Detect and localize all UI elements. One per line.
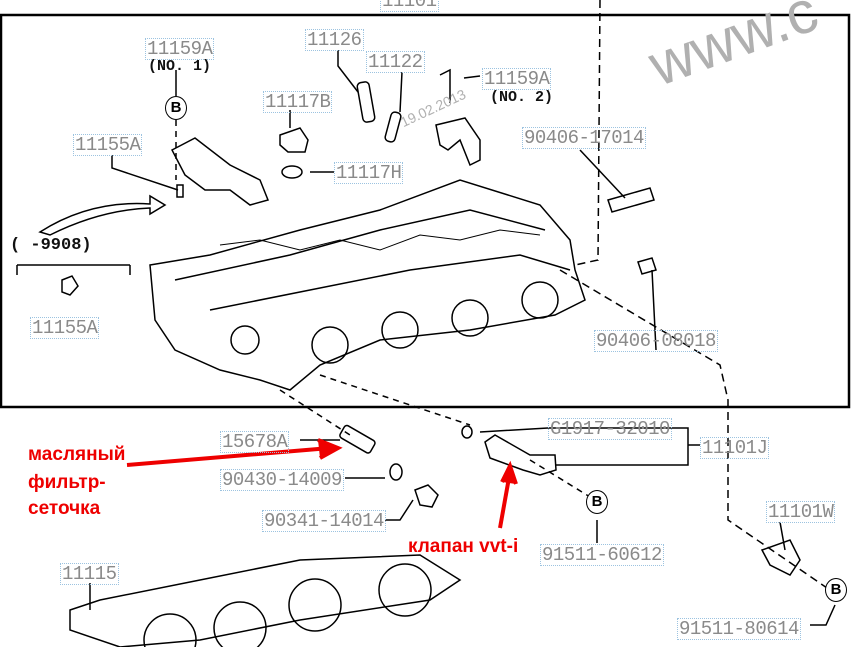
part-11117h[interactable]: 11117H <box>334 162 404 184</box>
annotation-oil-filter-line1: масляный <box>28 444 126 465</box>
note-no2: (NO. 2) <box>490 89 554 106</box>
part-15678a[interactable]: 15678A <box>220 431 290 453</box>
part-11122[interactable]: 11122 <box>366 51 425 73</box>
red-arrows <box>126 438 518 529</box>
annotation-vvt-valve: клапан vvt-i <box>408 536 519 557</box>
part-90430-14009[interactable]: 90430-14009 <box>220 469 344 491</box>
ref-b-marker: B <box>165 96 187 120</box>
group-frame <box>0 13 851 409</box>
part-11101w[interactable]: 11101W <box>766 501 836 523</box>
part-g1917-32010[interactable]: G1917-32010 <box>548 418 672 440</box>
ref-b-marker: B <box>825 578 847 602</box>
part-11101[interactable]: 11101 <box>380 0 439 12</box>
part-11155a-top[interactable]: 11155A <box>73 134 143 156</box>
part-11159a-no2[interactable]: 11159A <box>482 68 552 90</box>
part-11115[interactable]: 11115 <box>60 563 119 585</box>
part-11159a-no1[interactable]: 11159A <box>145 38 215 60</box>
part-11117b[interactable]: 11117B <box>263 91 333 113</box>
part-11101j[interactable]: 11101J <box>700 437 770 459</box>
part-90406-17014[interactable]: 90406-17014 <box>522 127 646 149</box>
part-91511-60612[interactable]: 91511-60612 <box>540 544 664 566</box>
note-no1: (NO. 1) <box>148 58 212 75</box>
note-range: ( -9908) <box>10 236 92 255</box>
annotation-oil-filter-line3: сеточка <box>28 498 101 519</box>
part-90406-08018[interactable]: 90406-08018 <box>594 330 718 352</box>
part-11155a-bottom[interactable]: 11155A <box>30 317 100 339</box>
part-11126[interactable]: 11126 <box>305 29 364 51</box>
part-91511-80614[interactable]: 91511-80614 <box>677 618 801 640</box>
ref-b-marker: B <box>586 490 608 514</box>
annotation-oil-filter-line2: фильтр- <box>28 472 106 493</box>
part-90341-14014[interactable]: 90341-14014 <box>262 510 386 532</box>
